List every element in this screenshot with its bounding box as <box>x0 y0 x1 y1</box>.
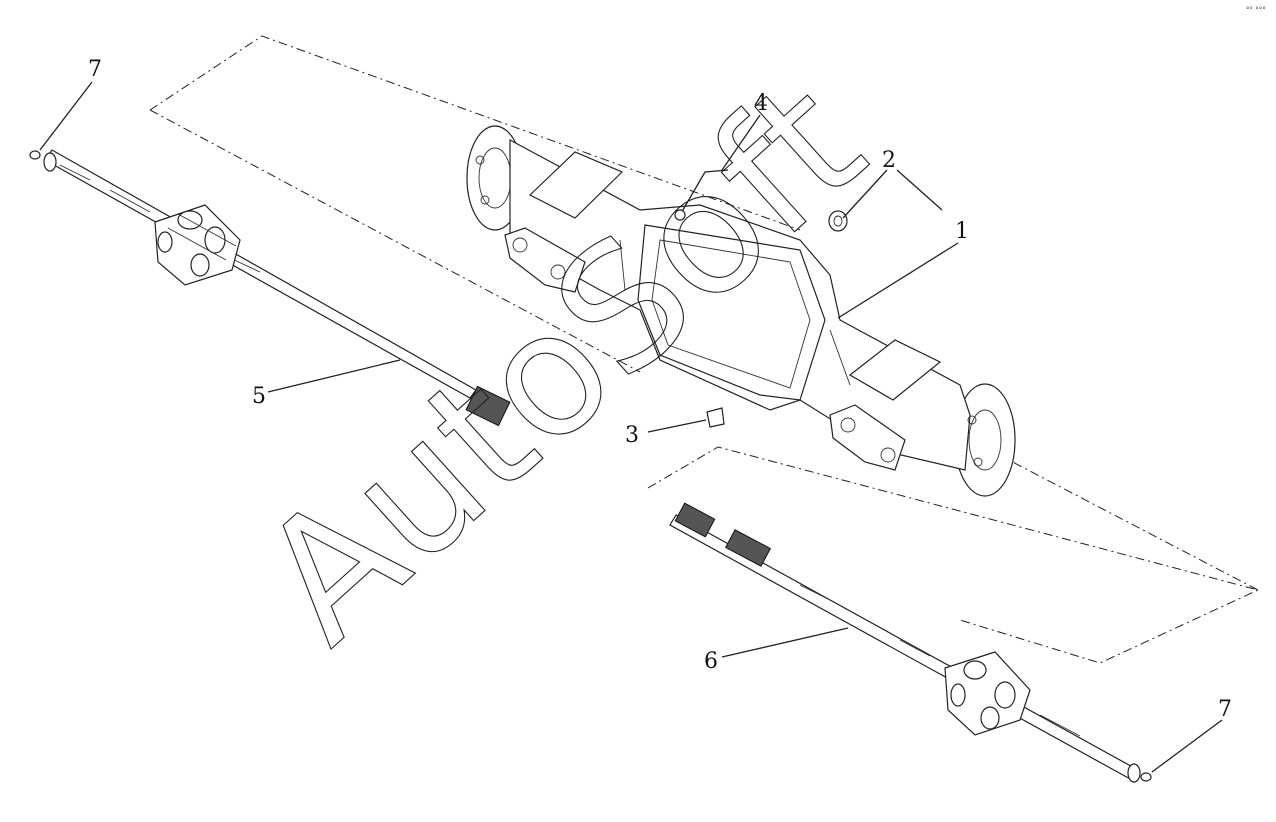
callout-7-right: 7 <box>1218 697 1232 722</box>
right-half-shaft <box>669 502 1141 783</box>
assembly-guide-lines <box>149 35 1260 664</box>
callout-5: 5 <box>252 384 266 409</box>
axle-housing <box>466 125 1016 497</box>
callout-2: 2 <box>882 148 896 173</box>
callout-3: 3 <box>625 423 639 448</box>
breather-pipe <box>674 169 729 221</box>
callout-4: 4 <box>754 91 768 116</box>
callout-7-left: 7 <box>88 57 102 82</box>
right-cv-joint <box>944 651 1031 736</box>
callout-1: 1 <box>955 219 969 244</box>
plug-3 <box>706 407 725 428</box>
callout-6: 6 <box>704 649 718 674</box>
left-cv-joint <box>154 204 241 286</box>
leader-lines <box>39 81 1223 773</box>
plug-2 <box>828 210 848 232</box>
circlip-7 <box>29 150 1152 782</box>
corner-mark: °° °°° <box>1246 6 1266 14</box>
left-half-shaft <box>43 149 511 427</box>
